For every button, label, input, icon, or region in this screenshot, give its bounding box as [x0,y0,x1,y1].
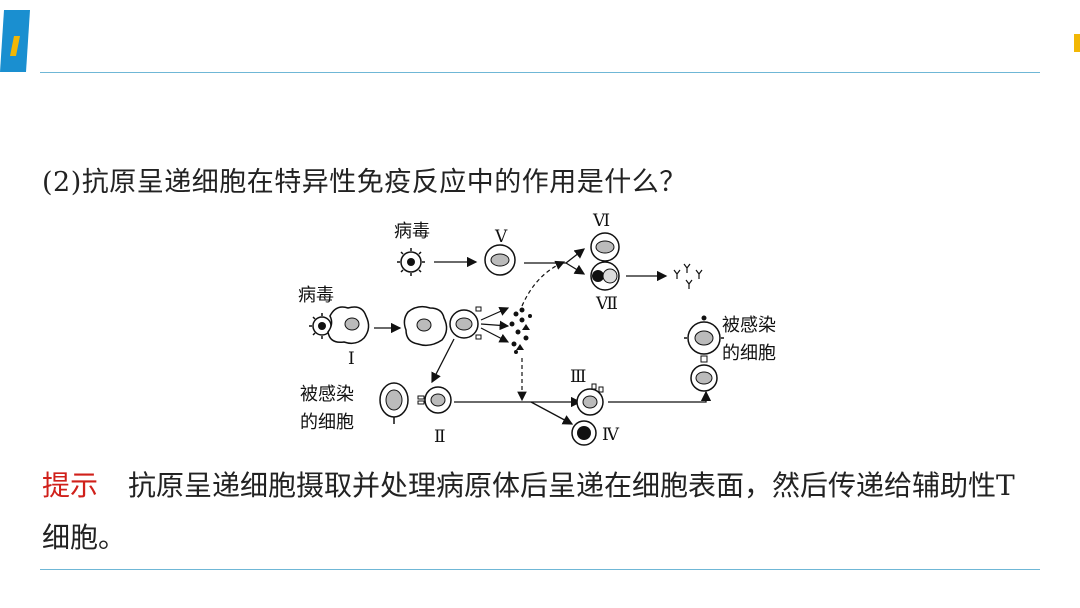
label-roman-III: Ⅲ [570,367,586,387]
label-roman-II: Ⅱ [434,427,446,447]
infected-right-label-1: 被感染 [722,315,776,336]
cell-V [484,244,516,276]
infected-right-label-2: 的细胞 [722,343,776,364]
label-roman-VI: Ⅵ [592,211,610,231]
virus-left-label: 病毒 [298,285,334,306]
cytotoxic-t-cell-II [417,386,452,414]
cell-VI [590,232,620,262]
label-roman-V: Ⅴ [494,227,508,247]
hint-paragraph: 提示抗原呈递细胞摄取并处理病原体后呈递在细胞表面，然后传递给辅助性T细胞。 [42,460,1042,564]
hint-text: 抗原呈递细胞摄取并处理病原体后呈递在细胞表面，然后传递给辅助性T细胞。 [42,469,1015,554]
cytokine-dots [509,307,532,354]
question-text: (2)抗原呈递细胞在特异性免疫反应中的作用是什么？ [42,167,687,198]
corner-accent-shape [0,10,30,72]
virus-top-icon [397,248,425,276]
hint-label: 提示 [42,469,99,502]
immune-response-diagram: 病毒 病毒 被感染 的细胞 被感染 的细胞 Ⅰ Ⅱ Ⅲ Ⅳ Ⅴ Ⅵ Ⅶ [298,211,776,447]
antibody-icons [673,263,703,289]
cell-VII [590,261,620,291]
infected-cell-right [684,315,724,363]
macrophage-processing [403,305,448,347]
bottom-divider [40,569,1040,570]
label-roman-IV: Ⅳ [602,425,620,445]
infected-cell-left [379,382,409,424]
virus-top-label: 病毒 [394,221,430,242]
top-divider [40,72,1040,73]
right-accent-tab [1074,34,1080,52]
label-roman-I: Ⅰ [348,349,355,369]
cell-IV [571,420,597,446]
infected-left-label-1: 被感染 [300,384,354,405]
cell-right-lower [690,364,718,392]
virus-left-icon [309,313,332,339]
macrophage-I [327,306,370,345]
cell-III [576,383,604,416]
label-roman-VII: Ⅶ [595,294,618,314]
helper-t-cell [449,306,482,340]
infected-left-label-2: 的细胞 [300,412,354,433]
